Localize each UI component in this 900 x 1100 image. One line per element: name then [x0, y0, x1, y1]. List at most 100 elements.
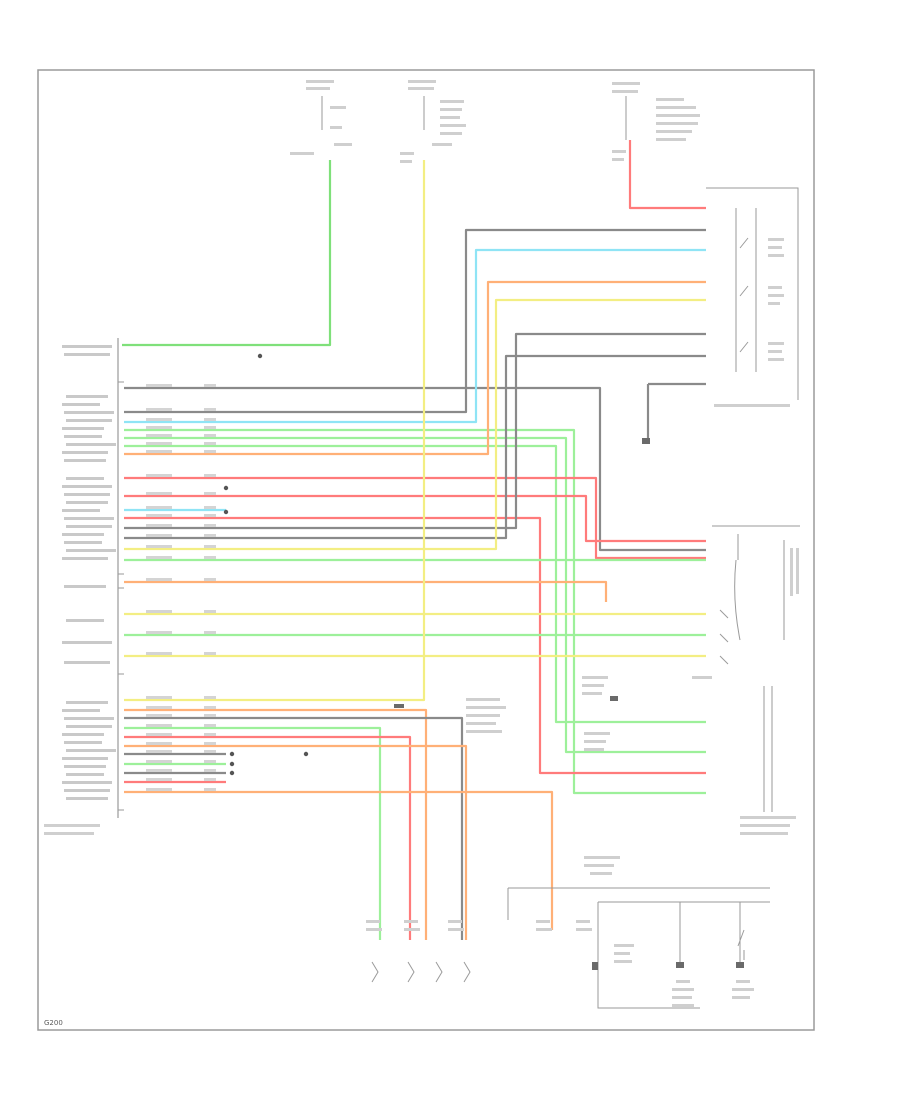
wire-group	[122, 140, 706, 940]
circuit-number-16	[204, 578, 216, 581]
wire-light_blue-3	[124, 248, 706, 424]
module-pin-label-9	[62, 451, 108, 454]
module-pin-label-29	[66, 725, 112, 728]
circuit-number-5	[204, 434, 216, 437]
splice-point-6	[303, 751, 309, 757]
circuit-number-13	[204, 534, 216, 537]
module-pin-label-26	[66, 701, 108, 704]
wire-gray-2	[124, 228, 706, 414]
wire-label-29	[146, 778, 172, 781]
module-pin-label-32	[66, 749, 116, 752]
module-pin-label-27	[62, 709, 100, 712]
wire-label-24	[146, 733, 172, 736]
wire-gray-13	[124, 354, 706, 540]
module-pin-label-11	[66, 477, 104, 480]
wire-label-26	[146, 750, 172, 753]
module-pin-label-1	[64, 353, 110, 356]
wire-label-7	[146, 450, 172, 453]
module-pin-label-8	[66, 443, 116, 446]
circuit-number-20	[204, 696, 216, 699]
wire-label-13	[146, 534, 172, 537]
wire-labels	[146, 384, 216, 791]
wire-label-10	[146, 506, 172, 509]
circuit-number-10	[204, 506, 216, 509]
wire-yellow-14	[124, 298, 706, 551]
wire-label-12	[146, 524, 172, 527]
bottom-switch-group	[44, 237, 770, 1009]
circuit-number-7	[204, 450, 216, 453]
circuit-number-18	[204, 631, 216, 634]
module-pin-label-28	[64, 717, 114, 720]
circuit-number-11	[204, 514, 216, 517]
circuit-number-25	[204, 742, 216, 745]
wire-red-8	[124, 476, 706, 560]
module-pin-label-2	[66, 395, 108, 398]
control-module	[62, 338, 124, 818]
wire-label-30	[146, 788, 172, 791]
circuit-number-21	[204, 706, 216, 709]
ground-label: G200	[44, 1019, 63, 1027]
module-pin-label-24	[62, 641, 112, 644]
seat-motor-assembly	[692, 525, 800, 679]
circuit-number-12	[204, 524, 216, 527]
circuit-number-1	[204, 384, 216, 387]
wire-orange-25	[124, 744, 468, 940]
module-pin-label-10	[64, 459, 106, 462]
splice-point-0	[257, 353, 263, 359]
wire-label-21	[146, 706, 172, 709]
splice-point-1	[223, 485, 229, 491]
wire-light_green-6	[124, 444, 706, 724]
splice-point-2	[223, 509, 229, 515]
module-pin-label-18	[62, 533, 104, 536]
circuit-number-6	[204, 442, 216, 445]
circuit-number-24	[204, 733, 216, 736]
diagram-frame	[37, 69, 815, 1031]
module-pin-label-23	[66, 619, 104, 622]
seat-position-switch	[706, 187, 799, 407]
circuit-number-22	[204, 714, 216, 717]
wire-label-20	[146, 696, 172, 699]
circuit-number-28	[204, 769, 216, 772]
splice-point-5	[229, 770, 235, 776]
module-pin-label-31	[64, 741, 102, 744]
circuit-number-2	[204, 408, 216, 411]
module-pin-label-0	[62, 345, 112, 348]
module-pin-label-30	[62, 733, 104, 736]
module-pin-label-7	[64, 435, 102, 438]
module-pin-label-20	[66, 549, 116, 552]
wire-label-5	[146, 434, 172, 437]
wire-light_green-5	[124, 436, 706, 754]
wire-gray-1	[124, 386, 706, 552]
wire-label-6	[146, 442, 172, 445]
circuit-number-26	[204, 750, 216, 753]
circuit-number-8	[204, 474, 216, 477]
wire-label-18	[146, 631, 172, 634]
wire-gray-12	[124, 332, 706, 530]
wire-label-27	[146, 760, 172, 763]
splice-point-4	[229, 761, 235, 767]
circuit-number-17	[204, 610, 216, 613]
wire-red-9	[124, 494, 706, 543]
wire-light_green-4	[124, 428, 706, 795]
module-pin-label-21	[62, 557, 108, 560]
module-pin-label-17	[66, 525, 112, 528]
module-pin-label-14	[66, 501, 108, 504]
power-source-1	[290, 80, 352, 155]
wire-red-24	[124, 735, 412, 940]
ground-symbols	[394, 438, 744, 970]
module-pin-label-16	[64, 517, 114, 520]
wire-label-9	[146, 492, 172, 495]
wire-green-0	[122, 160, 332, 347]
wire-orange-30	[124, 790, 554, 930]
module-pin-label-4	[64, 411, 114, 414]
wire-label-25	[146, 742, 172, 745]
wire-label-16	[146, 578, 172, 581]
wire-label-28	[146, 769, 172, 772]
power-source-2	[400, 80, 466, 163]
module-pin-label-37	[64, 789, 110, 792]
circuit-number-29	[204, 778, 216, 781]
wire-gray-22	[124, 716, 464, 940]
module-pin-label-36	[62, 781, 112, 784]
circuit-number-4	[204, 426, 216, 429]
wire-label-22	[146, 714, 172, 717]
